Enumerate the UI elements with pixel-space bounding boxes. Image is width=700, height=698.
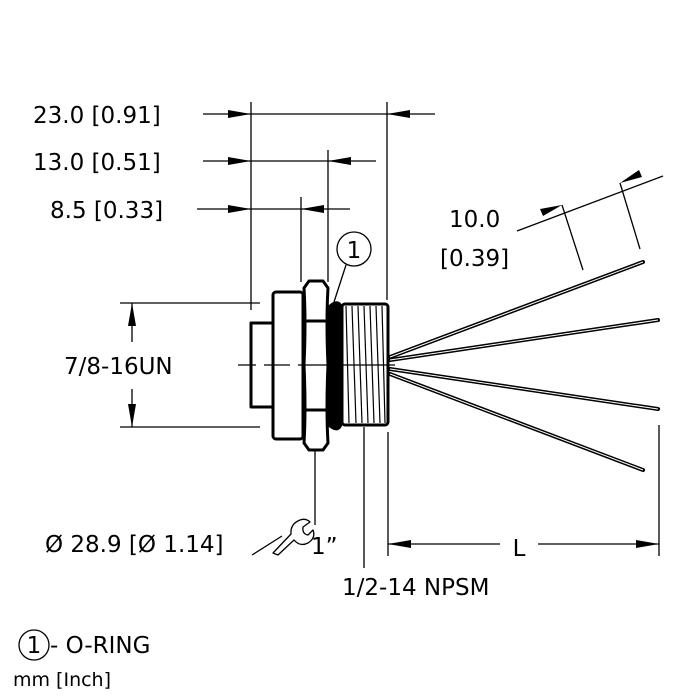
dim-coupling-thread: 7/8-16UN [64, 302, 260, 428]
wrench-size-label: 1” [311, 534, 338, 560]
dim-lead-length-label: L [513, 536, 526, 562]
dim-flange-to-oring: 13.0 [0.51] [33, 150, 376, 282]
legend: 1 - O-RING mm [Inch] [13, 629, 150, 691]
dim-mount-thread-label: 1/2-14 NPSM [342, 575, 489, 601]
legend-callout-number: 1 [27, 633, 42, 659]
dim-flange-to-oring-label: 13.0 [0.51] [33, 150, 161, 176]
o-ring [326, 301, 344, 431]
legend-units: mm [Inch] [13, 669, 111, 691]
wrench-icon [272, 518, 315, 556]
dim-overall-length: 23.0 [0.91] [33, 102, 435, 300]
dim-flange-to-hex-label: 8.5 [0.33] [50, 198, 163, 224]
dim-coupling-thread-label: 7/8-16UN [64, 354, 173, 380]
dim-overall-length-label: 23.0 [0.91] [33, 103, 161, 129]
dim-mount-thread: 1/2-14 NPSM [342, 427, 489, 601]
legend-callout-text: - O-RING [50, 633, 150, 659]
callout-number: 1 [347, 238, 362, 264]
dim-flange-to-hex: 8.5 [0.33] [50, 197, 350, 282]
dim-wire-strip: 10.0 [0.39] [440, 170, 664, 272]
callout-o-ring: 1 [333, 231, 372, 303]
connector-body [238, 279, 395, 452]
dim-wire-strip-in: [0.39] [440, 246, 509, 272]
dim-hex-diameter-label: Ø 28.9 [Ø 1.14] [45, 532, 224, 558]
dim-wire-strip-mm: 10.0 [449, 207, 500, 233]
dim-lead-length: L [388, 425, 660, 562]
flying-leads [388, 260, 660, 472]
dim-hex-diameter: Ø 28.9 [Ø 1.14] 1” [45, 451, 338, 560]
